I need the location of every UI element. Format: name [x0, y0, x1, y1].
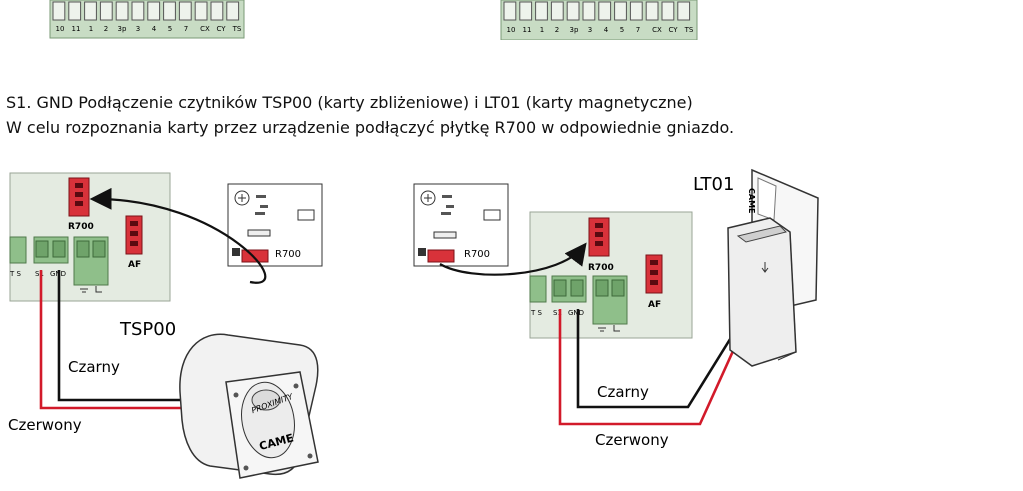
strip-right-label-1: 11 — [523, 26, 532, 34]
left-af-connector — [125, 215, 143, 255]
strip-right-label-10: CY — [668, 26, 678, 34]
right-terminal-ts-label: T S — [530, 309, 543, 317]
top-strip-left: 10 11 1 2 3p 3 4 5 7 CX CY TS — [49, 0, 245, 39]
right-red-wire — [558, 309, 740, 426]
strip-right-label-0: 10 — [507, 26, 516, 34]
left-reader-name: TSP00 — [119, 319, 176, 340]
strip-left-label-2: 1 — [89, 25, 93, 33]
terminal-cell — [99, 1, 113, 21]
left-module-arrow — [89, 187, 267, 284]
terminal-cell — [84, 1, 97, 21]
left-r700-connector — [68, 177, 90, 217]
left-terminal-ts-label: T S — [9, 270, 22, 278]
right-r700-connector — [588, 217, 610, 257]
strip-left-label-7: 5 — [168, 25, 172, 33]
right-black-wire — [576, 309, 734, 409]
strip-left-label-8: 7 — [184, 25, 188, 33]
strip-right-label-2: 1 — [540, 26, 544, 34]
left-r700-module — [227, 183, 323, 267]
strip-left-label-6: 4 — [152, 25, 157, 33]
terminal-cell — [194, 1, 208, 21]
strip-right-label-3: 2 — [555, 26, 559, 34]
top-strip-right: 10 11 1 2 3p 3 4 5 7 CX CY TS — [500, 0, 698, 40]
right-r700-connector-label: R700 — [588, 263, 614, 273]
strip-left-label-3: 2 — [104, 25, 108, 33]
right-wire-red-label: Czerwony — [595, 431, 669, 449]
left-terminal-block — [9, 236, 109, 293]
top-terminal-strips: 10 11 1 2 3p 3 4 5 7 CX CY TS 10 11 1 2 … — [49, 0, 698, 40]
strip-left-label-9: CX — [200, 25, 210, 33]
terminal-cell — [661, 1, 675, 21]
strip-right-label-8: 7 — [636, 26, 640, 34]
left-red-wire — [39, 270, 192, 410]
right-r700-module-label: R700 — [464, 249, 490, 260]
left-r700-connector-label: R700 — [68, 222, 94, 232]
left-black-wire — [57, 270, 190, 402]
terminal-cell — [629, 1, 643, 21]
strip-left-label-1: 11 — [72, 25, 81, 33]
terminal-cell — [210, 1, 224, 21]
right-terminal-gnd-label: GND — [568, 309, 584, 317]
terminal-cell — [614, 1, 627, 21]
left-diagram: R700 AF T S S1 GND — [8, 172, 323, 479]
left-terminal-s1-label: S1 — [35, 270, 44, 278]
terminal-cell — [163, 1, 176, 21]
caption-line-2: W celu rozpoznania karty przez urządzeni… — [6, 118, 735, 137]
right-wire-black-label: Czarny — [597, 383, 649, 401]
strip-left-label-5: 3 — [136, 25, 140, 33]
right-terminal-s1-label: S1 — [553, 309, 562, 317]
strip-right-label-7: 5 — [620, 26, 624, 34]
strip-right-label-5: 3 — [588, 26, 592, 34]
terminal-cell — [566, 1, 580, 21]
left-wire-black-label: Czarny — [68, 358, 120, 376]
left-wire-red-label: Czerwony — [8, 416, 82, 434]
terminal-cell — [68, 1, 82, 21]
left-r700-module-label: R700 — [275, 249, 301, 260]
terminal-cell — [178, 1, 192, 21]
right-af-connector — [645, 254, 663, 294]
right-module-arrow — [439, 242, 587, 276]
right-reader-name: LT01 — [693, 174, 734, 195]
terminal-cell — [645, 1, 659, 21]
lt01-card-brand: CAME — [747, 188, 756, 214]
strip-right-label-6: 4 — [604, 26, 609, 34]
wiring-diagrams: R700 AF T S S1 GND — [8, 168, 819, 479]
terminal-cell — [598, 1, 612, 21]
terminal-cell — [115, 1, 129, 21]
strip-right-label-4: 3p — [570, 26, 579, 34]
terminal-cell — [535, 1, 548, 21]
terminal-cell — [550, 1, 564, 21]
right-r700-module — [413, 183, 509, 267]
terminal-cell — [582, 1, 596, 21]
strip-left-label-11: TS — [232, 25, 242, 33]
strip-left-label-0: 10 — [56, 25, 65, 33]
terminal-cell — [131, 1, 145, 21]
terminal-cell — [503, 1, 517, 21]
terminal-cell — [226, 1, 240, 21]
terminal-cell — [519, 1, 533, 21]
caption-line-1: S1. GND Podłączenie czytników TSP00 (kar… — [6, 93, 693, 112]
lt01-reader — [727, 168, 819, 367]
strip-left-label-4: 3p — [118, 25, 127, 33]
right-diagram: R700 R700 AF T S S1 GND — [413, 168, 819, 449]
left-af-connector-label: AF — [128, 260, 141, 270]
tsp00-reader — [179, 333, 319, 479]
strip-right-label-11: TS — [684, 26, 694, 34]
right-terminal-block — [529, 275, 628, 332]
strip-right-label-9: CX — [652, 26, 662, 34]
strip-left-label-10: CY — [216, 25, 226, 33]
terminal-cell — [677, 1, 691, 21]
terminal-cell — [52, 1, 66, 21]
right-af-connector-label: AF — [648, 300, 661, 310]
terminal-cell — [147, 1, 161, 21]
